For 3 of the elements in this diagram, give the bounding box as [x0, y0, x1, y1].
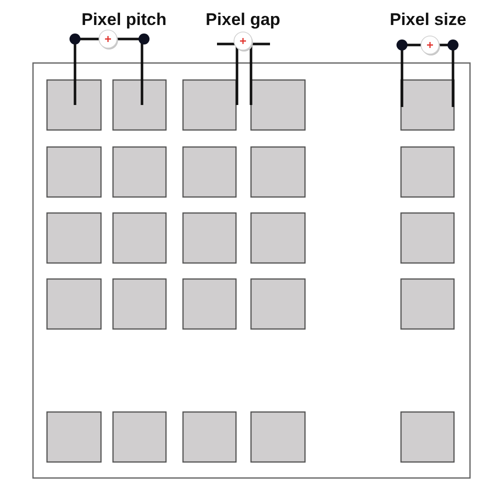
dimension-label: Pixel pitch [81, 10, 167, 30]
dimension-label: Pixel gap [206, 10, 280, 30]
dimension-label: Pixel size [390, 10, 466, 30]
